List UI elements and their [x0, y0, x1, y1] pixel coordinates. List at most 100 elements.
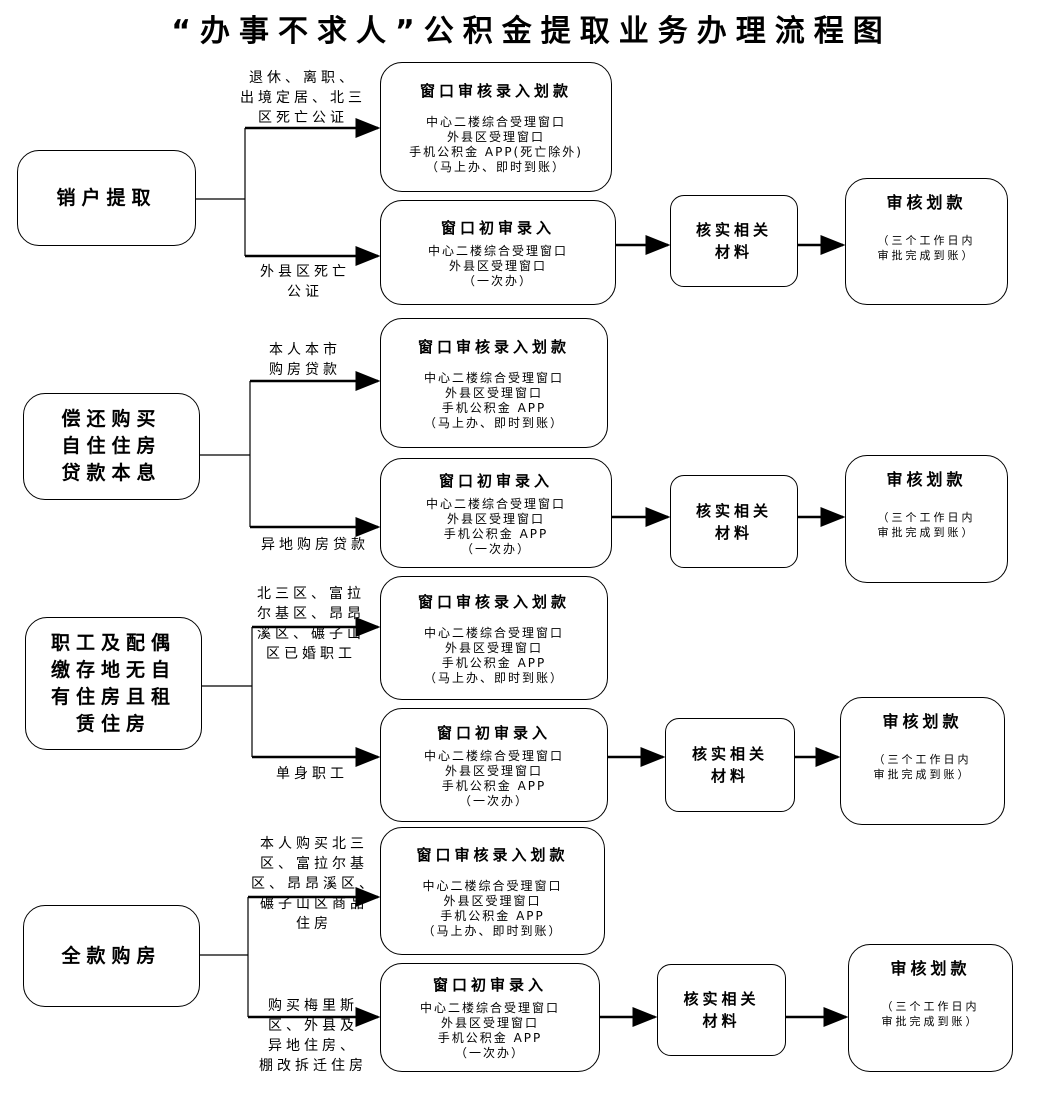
label-line: 碾子山区商品 — [260, 896, 368, 912]
box-line: 手机公积金 APP — [437, 1031, 543, 1045]
approve-note-line: 审批完成到账） — [877, 526, 976, 539]
box-title: 窗口初审录入 — [436, 723, 551, 742]
window-review-box: 窗口审核录入划款中心二楼综合受理窗口外县区受理窗口手机公积金 APP（马上办、即… — [380, 318, 608, 448]
page-title: “办事不求人”公积金提取业务办理流程图 — [171, 14, 892, 49]
branch-top-label: 退休、离职、出境定居、北三区死亡公证 — [228, 68, 378, 128]
label-line: 尔基区、昂昂 — [257, 606, 365, 622]
branch-bottom-label: 异地购房贷款 — [250, 535, 380, 555]
box-line: 外县区受理窗口 — [446, 511, 545, 526]
label-line: 住房 — [296, 916, 332, 932]
source-line: 自住住房 — [61, 435, 162, 457]
box-line: 外县区受理窗口 — [440, 1016, 539, 1030]
box-line: （马上办、即时到账） — [423, 670, 564, 685]
verify-line: 材料 — [710, 767, 749, 785]
label-line: 异地购房贷款 — [261, 537, 369, 553]
source-line: 贷款本息 — [61, 462, 162, 484]
box-title: 审核划款 — [886, 193, 967, 212]
box-line: 手机公积金 APP — [443, 526, 549, 541]
verify-line: 材料 — [714, 523, 753, 542]
source-line: 销户提取 — [56, 186, 157, 209]
label-line: 区死亡公证 — [258, 110, 348, 126]
box-title: 窗口初审录入 — [438, 471, 553, 490]
verify-line: 核实相关 — [695, 501, 772, 520]
box-line: 手机公积金 APP — [441, 655, 547, 670]
approve-note-line: （三个工作日内 — [881, 1000, 980, 1013]
box-line: 中心二楼综合受理窗口 — [423, 625, 564, 640]
box-line: 中心二楼综合受理窗口 — [422, 878, 563, 893]
label-line: 本人本市 — [269, 342, 341, 358]
branch-bottom-label: 单身职工 — [262, 764, 362, 784]
source-line: 有住房且租 — [50, 685, 176, 708]
box-title: 窗口审核录入划款 — [417, 337, 570, 356]
window-initial-review-box: 窗口初审录入中心二楼综合受理窗口外县区受理窗口手机公积金 APP（一次办） — [380, 458, 612, 568]
label-line: 区、富拉尔基 — [260, 856, 368, 872]
source-box: 职工及配偶缴存地无自有住房且租赁住房 — [25, 617, 202, 750]
branch-bottom-label: 外县区死亡公证 — [240, 262, 370, 302]
label-line: 本人购买北三 — [260, 836, 368, 852]
source-box: 销户提取 — [17, 150, 196, 246]
label-line: 区、外县及 — [268, 1018, 358, 1034]
label-line: 溪区、碾子山 — [257, 626, 365, 642]
source-line: 缴存地无自 — [50, 658, 176, 681]
branch-bottom-label: 购买梅里斯区、外县及异地住房、棚改拆迁住房 — [250, 996, 376, 1076]
verify-materials-box: 核实相关材料 — [665, 718, 795, 812]
label-line: 购房贷款 — [269, 362, 341, 378]
source-line: 职工及配偶 — [50, 631, 176, 654]
window-initial-review-box: 窗口初审录入中心二楼综合受理窗口外县区受理窗口手机公积金 APP（一次办） — [380, 708, 608, 822]
approve-payment-box: 审核划款（三个工作日内审批完成到账） — [840, 697, 1005, 825]
box-line: 外县区受理窗口 — [443, 893, 542, 908]
box-line: （马上办、即时到账） — [422, 923, 563, 938]
verify-line: 核实相关 — [695, 221, 772, 239]
label-line: 购买梅里斯 — [268, 998, 358, 1014]
box-line: 中心二楼综合受理窗口 — [419, 1001, 560, 1015]
verify-materials-box: 核实相关材料 — [670, 195, 798, 287]
approve-payment-box: 审核划款（三个工作日内审批完成到账） — [845, 178, 1008, 305]
box-line: 外县区受理窗口 — [444, 763, 543, 778]
box-title: 审核划款 — [882, 712, 963, 731]
box-title: 窗口初审录入 — [432, 976, 547, 994]
label-line: 北三区、富拉 — [257, 586, 365, 602]
box-title: 窗口初审录入 — [440, 218, 555, 237]
approve-note-line: （三个工作日内 — [877, 511, 976, 524]
source-box: 全款购房 — [23, 905, 200, 1007]
box-line: 手机公积金 APP — [441, 400, 547, 415]
label-line: 出境定居、北三 — [240, 90, 366, 106]
box-line: 中心二楼综合受理窗口 — [423, 370, 564, 385]
box-line: （马上办、即时到账） — [423, 415, 564, 430]
box-title: 窗口审核录入划款 — [416, 845, 569, 864]
box-line: 外县区受理窗口 — [446, 129, 545, 144]
verify-materials-box: 核实相关材料 — [657, 964, 786, 1056]
box-line: 外县区受理窗口 — [444, 385, 543, 400]
verify-line: 核实相关 — [683, 990, 760, 1008]
source-line: 偿还购买 — [61, 408, 162, 430]
box-line: 中心二楼综合受理窗口 — [423, 748, 564, 763]
source-box: 偿还购买自住住房贷款本息 — [23, 393, 200, 500]
box-line: （一次办） — [462, 273, 533, 288]
box-line: 中心二楼综合受理窗口 — [425, 496, 566, 511]
source-line: 赁住房 — [75, 712, 151, 735]
branch-top-label: 本人本市购房贷款 — [250, 340, 360, 380]
label-line: 区、昂昂溪区、 — [251, 876, 377, 892]
box-title: 窗口审核录入划款 — [419, 81, 572, 100]
box-line: （一次办） — [454, 1046, 525, 1060]
approve-payment-box: 审核划款 （三个工作日内审批完成到账） — [845, 455, 1008, 583]
box-line: （一次办） — [458, 793, 529, 808]
label-line: 外县区死亡 — [260, 264, 350, 280]
label-line: 异地住房、 — [268, 1038, 358, 1054]
box-line: （一次办） — [460, 541, 531, 556]
approve-payment-box: 审核划款（三个工作日内审批完成到账） — [848, 944, 1013, 1072]
box-line: 外县区受理窗口 — [448, 258, 547, 273]
label-line: 公证 — [287, 284, 323, 300]
verify-line: 核实相关 — [691, 745, 768, 763]
window-review-box: 窗口审核录入划款中心二楼综合受理窗口外县区受理窗口手机公积金 APP(死亡除外)… — [380, 62, 612, 192]
box-title: 窗口审核录入划款 — [417, 592, 570, 611]
box-line: 手机公积金 APP — [441, 778, 547, 793]
box-title: 审核划款 — [890, 959, 971, 978]
label-line: 棚改拆迁住房 — [259, 1058, 367, 1074]
box-title: 审核划款 — [886, 470, 967, 489]
approve-note-line: （三个工作日内 — [877, 234, 976, 247]
box-line: 手机公积金 APP — [440, 908, 545, 923]
label-line: 退休、离职、 — [249, 70, 357, 86]
